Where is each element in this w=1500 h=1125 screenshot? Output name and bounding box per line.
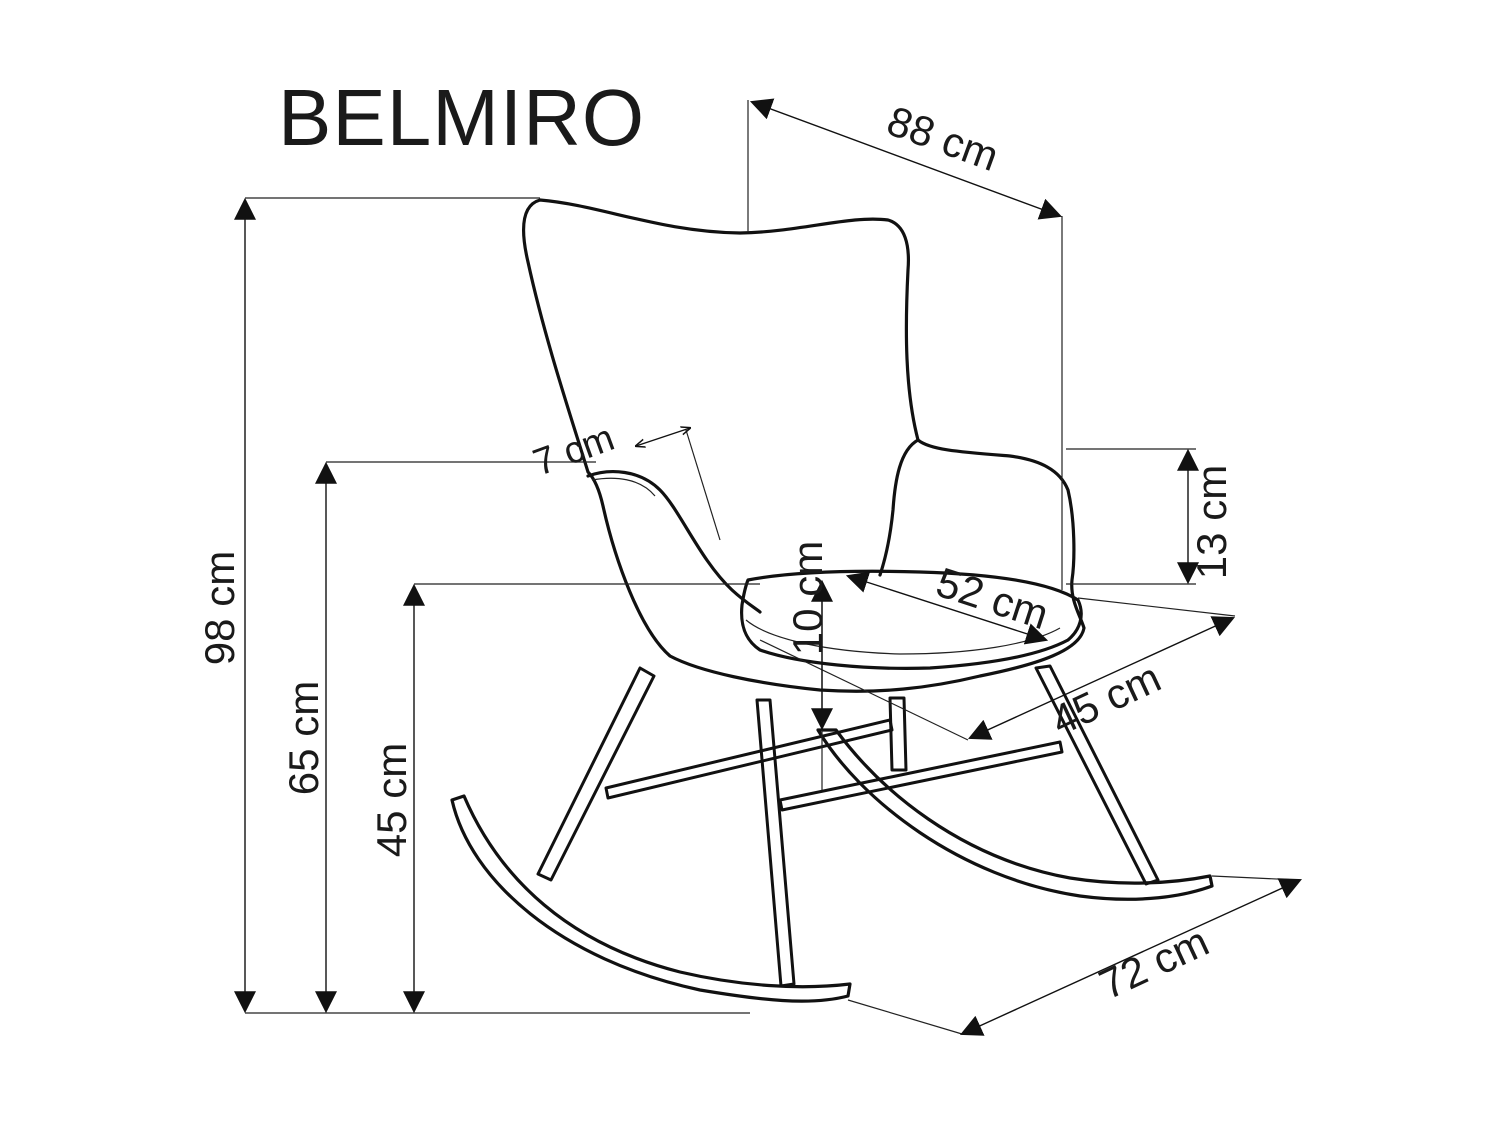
label-width: 88 cm — [881, 97, 1005, 180]
dimension-arrows — [234, 98, 1303, 1036]
label-seat-depth: 45 cm — [1044, 653, 1168, 744]
label-total-height: 98 cm — [196, 551, 243, 665]
label-depth: 72 cm — [1092, 917, 1216, 1008]
label-seat-thickness: 10 cm — [784, 541, 831, 655]
chair-outline — [521, 198, 1086, 693]
left-arm-inner — [586, 470, 762, 614]
backrest — [521, 198, 1086, 693]
product-title: BELMIRO — [278, 73, 646, 162]
label-arm-above-seat: 13 cm — [1188, 465, 1235, 579]
extension-lines — [245, 100, 1299, 1035]
front-rocker — [450, 794, 852, 1003]
label-seat-width: 52 cm — [931, 558, 1054, 638]
label-armrest-height: 65 cm — [280, 681, 327, 795]
rear-rocker — [816, 728, 1214, 901]
label-seat-height: 45 cm — [368, 743, 415, 857]
right-arm-inner — [878, 438, 920, 577]
